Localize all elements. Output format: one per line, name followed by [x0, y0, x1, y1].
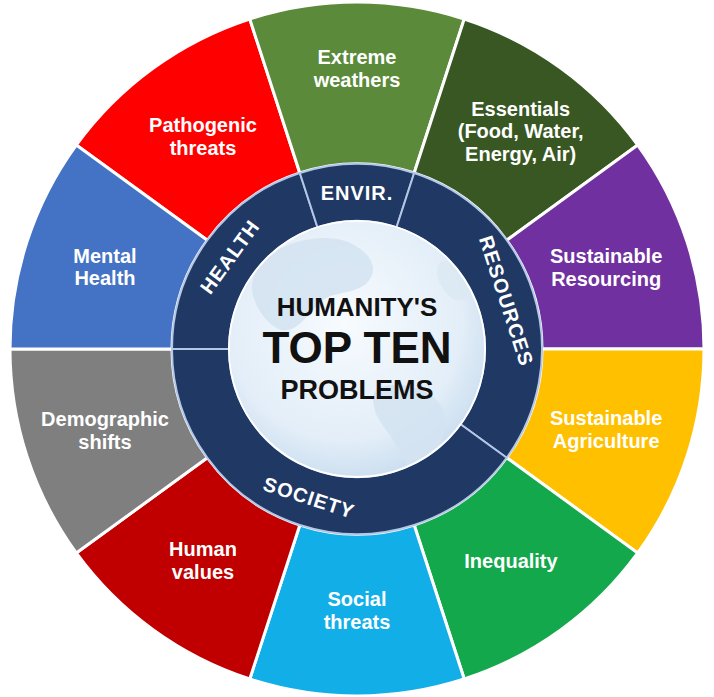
center-title: HUMANITY'S [277, 294, 438, 321]
segment-wedge [414, 458, 638, 679]
category-label: RESOURCES [474, 233, 537, 369]
segment-wedge [76, 458, 300, 679]
globe-continent [437, 260, 472, 300]
globe-continent [252, 238, 373, 330]
segment-label: Inequality [446, 550, 576, 573]
center-title: PROBLEMS [280, 376, 433, 404]
globe-border [229, 221, 485, 477]
segment-wedge [250, 2, 464, 173]
category-ring-band [300, 164, 414, 227]
segment-label: Sustainable Agriculture [540, 407, 672, 452]
segment-label: Extreme weathers [301, 46, 413, 91]
globe-disc [229, 221, 485, 477]
segment-wedge [507, 145, 704, 349]
segment-label: Sustainable Resourcing [540, 245, 672, 290]
segment-wedge [10, 349, 207, 553]
segment-label: Demographic shifts [34, 408, 176, 453]
category-ring-band [172, 349, 507, 534]
segment-label: Social threats [305, 588, 409, 633]
globe-continent [373, 385, 445, 469]
center-title: TOP TEN [262, 325, 451, 371]
category-ring-band [397, 173, 542, 458]
category-label: ENVIR. [321, 181, 394, 204]
segment-wedge [10, 145, 207, 349]
segment-label: Mental Health [53, 245, 157, 290]
category-label: HEALTH [196, 216, 265, 299]
segment-label: Essentials (Food, Water, Energy, Air) [446, 98, 596, 166]
segment-label: Pathogenic threats [137, 114, 269, 159]
segment-wedge [414, 19, 638, 240]
segment-wedge [76, 19, 300, 240]
segment-wedge [250, 525, 464, 696]
category-ring-band [172, 173, 317, 349]
segment-wedge [507, 349, 704, 553]
category-label: SOCIETY [260, 472, 357, 523]
segment-label: Human values [151, 538, 255, 583]
